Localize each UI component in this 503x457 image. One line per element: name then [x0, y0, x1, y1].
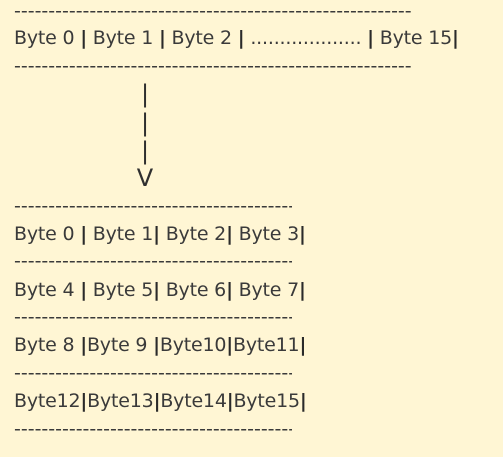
grid-row-0: Byte 0 | Byte 1| Byte 2| Byte 3| — [14, 223, 306, 245]
grid-dash-line-3: ----------------------------------------… — [14, 363, 292, 383]
top-dash-line-upper: ----------------------------------------… — [14, 1, 412, 21]
grid-dash-line-2: ----------------------------------------… — [14, 307, 292, 327]
arrow-shaft-1: | — [140, 80, 150, 108]
grid-row-3: Byte12|Byte13|Byte14|Byte15| — [14, 390, 307, 412]
top-dash-line-lower: ----------------------------------------… — [14, 56, 412, 76]
grid-row-2: Byte 8 |Byte 9 |Byte10|Byte11| — [14, 334, 307, 356]
arrow-head: V — [136, 164, 154, 192]
top-byte-row: Byte 0 | Byte 1 | Byte 2 | .............… — [14, 27, 459, 49]
arrow-shaft-3: | — [140, 137, 150, 165]
arrow-shaft-2: | — [140, 109, 150, 137]
grid-dash-line-0: ----------------------------------------… — [14, 196, 292, 216]
grid-dash-line-4: ----------------------------------------… — [14, 419, 292, 439]
grid-dash-line-1: ----------------------------------------… — [14, 251, 292, 271]
grid-row-1: Byte 4 | Byte 5| Byte 6| Byte 7| — [14, 279, 306, 301]
